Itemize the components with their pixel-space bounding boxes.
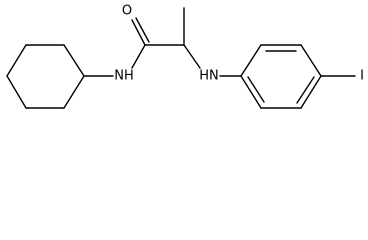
cyclohexane-ring [6,44,85,109]
aromatic-inner-bond [296,76,315,104]
carbonyl-double-bond [131,19,146,46]
carbonyl-oxygen-label: O [122,4,132,19]
bond [131,44,146,69]
bond [240,44,262,77]
bond [6,75,27,109]
bond [300,44,322,77]
iodine-label: I [360,69,364,84]
alpha-carbon [144,7,201,69]
benzene-ring [219,44,322,109]
amide-group [83,17,150,77]
molecule-diagram: O NH HN I [6,4,364,109]
bond [63,75,85,109]
bond [6,44,27,77]
amide-nitrogen-label: NH [114,69,134,84]
aromatic-inner-bond [247,76,265,103]
bond [240,75,262,109]
bond [183,44,201,69]
amine-nitrogen-label: HN [199,69,219,84]
carbonyl-double-bond [135,17,150,43]
bond [300,75,322,109]
bond [63,44,85,77]
